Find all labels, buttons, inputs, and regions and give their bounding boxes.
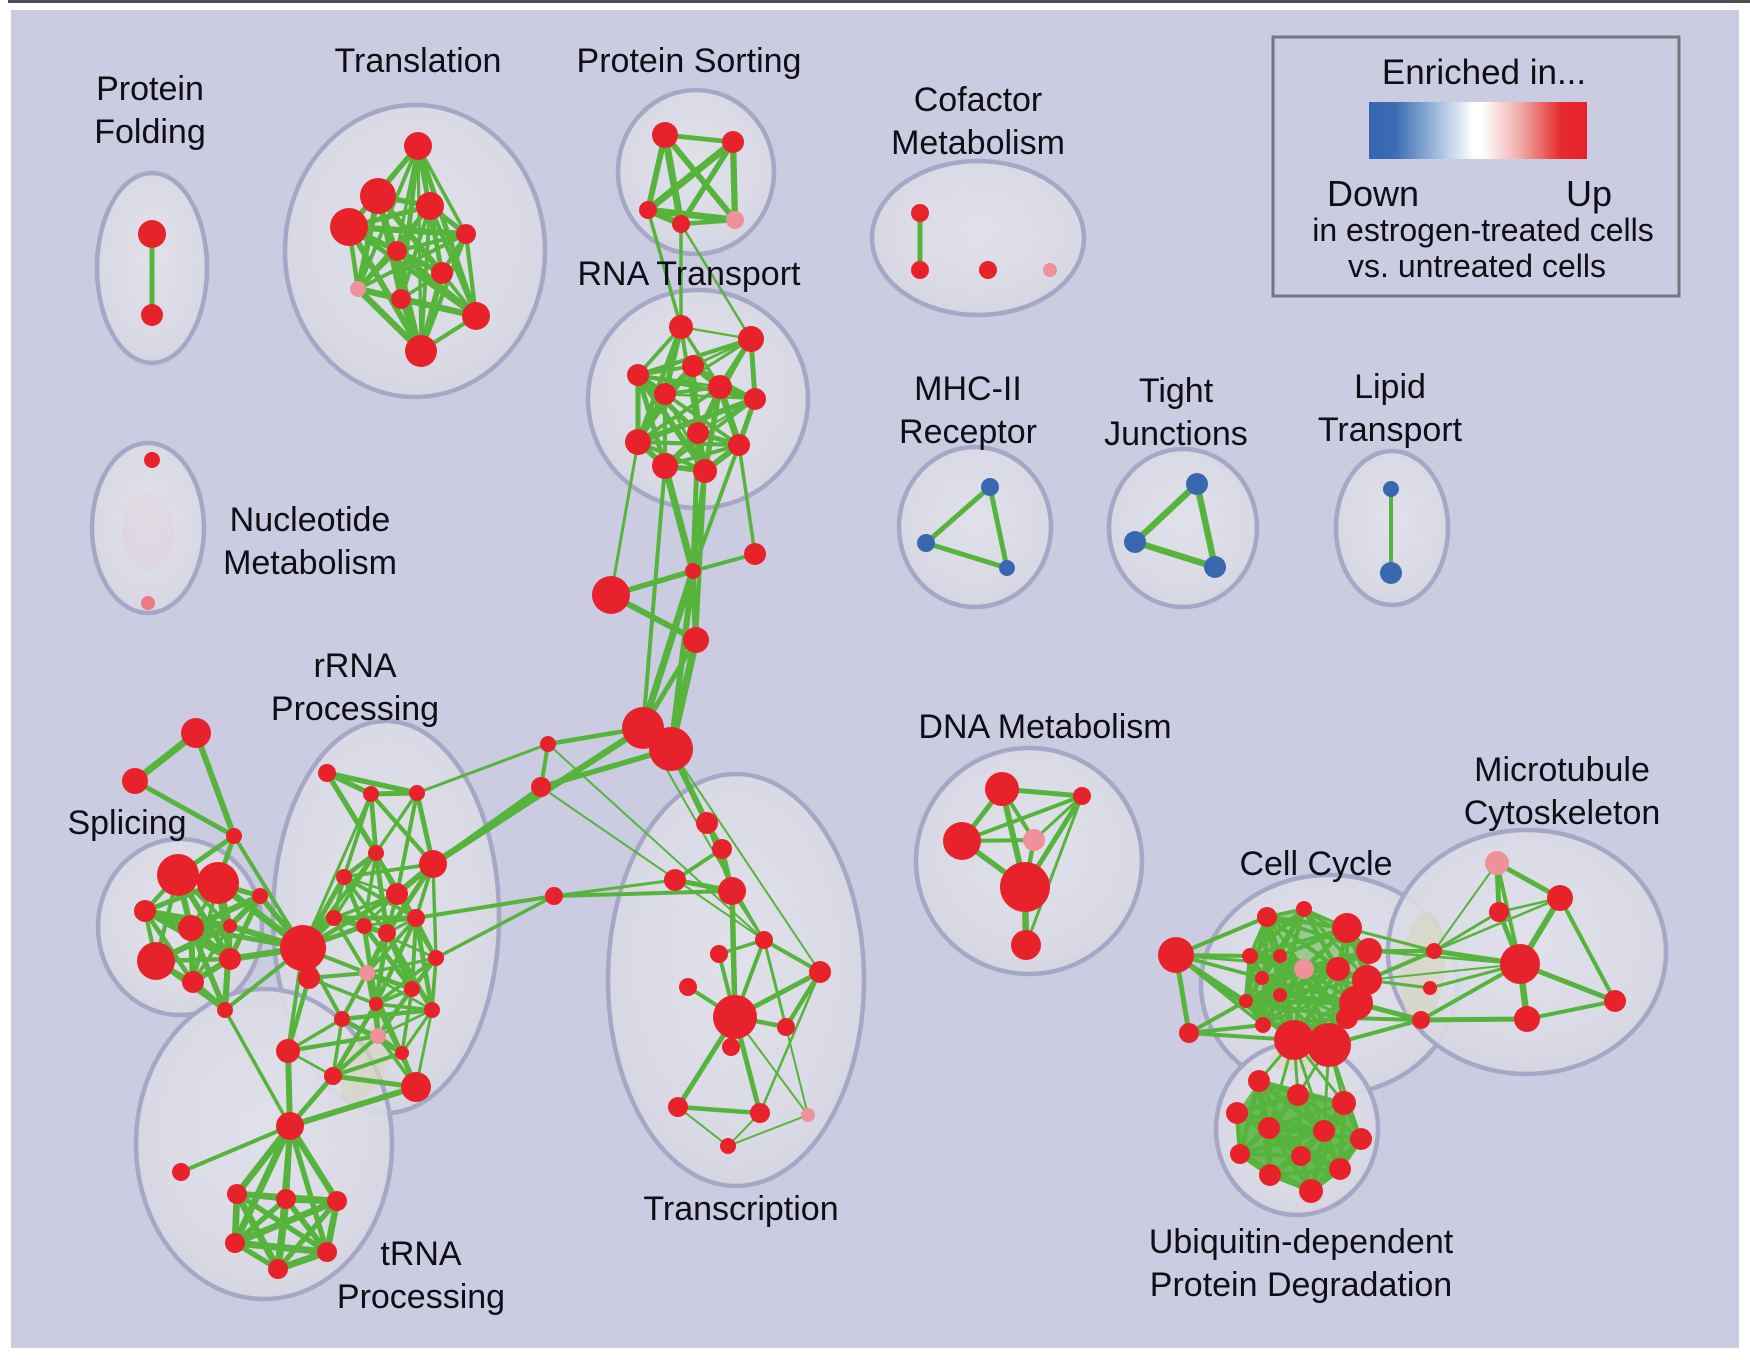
svg-text:MHC-II: MHC-II [914,370,1022,408]
svg-text:Microtubule: Microtubule [1474,751,1650,789]
svg-text:Processing: Processing [337,1278,505,1316]
svg-text:Protein: Protein [96,70,204,108]
svg-text:Processing: Processing [271,690,439,728]
svg-text:Metabolism: Metabolism [223,544,397,582]
svg-text:DNA Metabolism: DNA Metabolism [918,708,1171,746]
svg-text:RNA Transport: RNA Transport [578,255,802,293]
svg-text:Ubiquitin-dependent: Ubiquitin-dependent [1149,1223,1454,1261]
svg-text:tRNA: tRNA [380,1235,462,1273]
svg-text:Metabolism: Metabolism [891,124,1065,162]
svg-text:Cofactor: Cofactor [914,81,1043,119]
svg-text:Junctions: Junctions [1104,415,1248,453]
svg-text:Protein Sorting: Protein Sorting [577,42,802,80]
svg-text:Splicing: Splicing [67,804,186,842]
svg-text:Transport: Transport [1318,411,1463,449]
svg-text:Translation: Translation [335,42,502,80]
svg-text:rRNA: rRNA [313,647,396,685]
svg-text:Folding: Folding [94,113,206,151]
svg-text:Cytoskeleton: Cytoskeleton [1464,794,1661,832]
svg-text:Tight: Tight [1139,372,1214,410]
svg-text:Protein Degradation: Protein Degradation [1150,1266,1452,1304]
svg-text:Transcription: Transcription [643,1190,838,1228]
svg-text:vs. untreated cells: vs. untreated cells [1348,248,1606,284]
svg-text:Up: Up [1566,173,1612,214]
svg-text:Down: Down [1327,173,1419,214]
svg-text:Cell Cycle: Cell Cycle [1239,845,1392,883]
svg-text:in estrogen-treated cells: in estrogen-treated cells [1312,212,1654,248]
svg-text:Lipid: Lipid [1354,368,1426,406]
svg-text:Enriched in...: Enriched in... [1382,53,1586,92]
svg-text:Nucleotide: Nucleotide [230,501,391,539]
svg-text:Receptor: Receptor [899,413,1037,451]
